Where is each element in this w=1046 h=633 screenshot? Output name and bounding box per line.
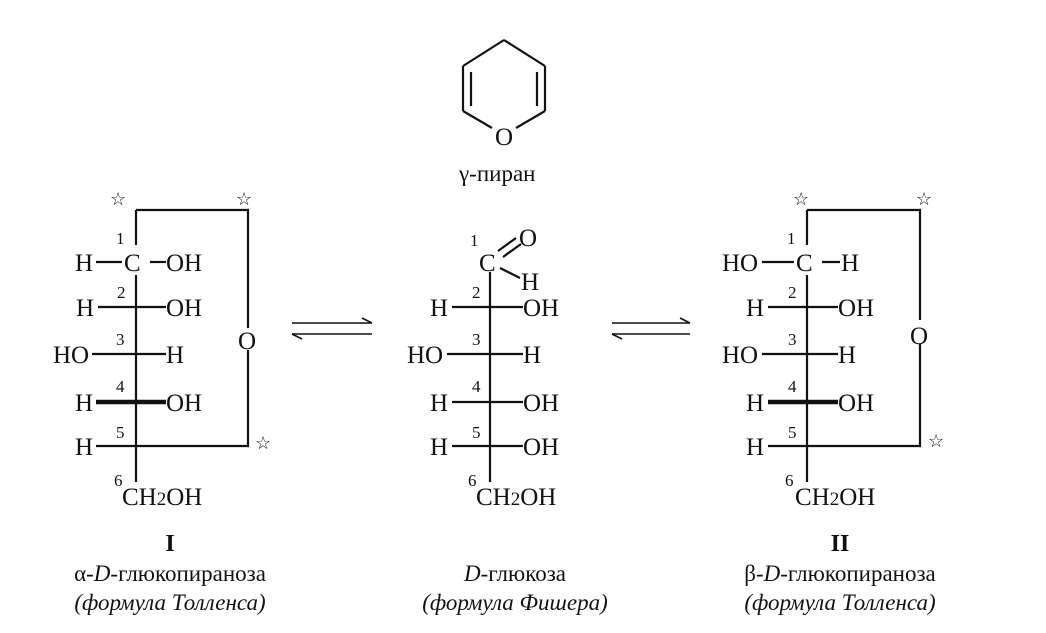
atom-label: H — [523, 342, 541, 369]
carbon-number: 6 — [468, 471, 477, 490]
star-marker: ☆ — [255, 433, 271, 453]
carbon-number: 1 — [470, 231, 479, 250]
carbon-1: C — [796, 250, 813, 277]
atom-label: HO — [407, 342, 443, 369]
carbon-number: 1 — [787, 229, 796, 248]
formula-type: (формула Толленса) — [74, 590, 266, 615]
equilibrium-arrows-left — [291, 317, 373, 340]
pyran-bond — [503, 39, 546, 67]
carbon-number: 4 — [116, 377, 125, 396]
alpha-glucopyranose-structure: O ☆ ☆ ☆ C H OH 1 H OH 2 HO H 3 H OH 4 H … — [53, 189, 271, 511]
star-marker: ☆ — [928, 431, 944, 451]
star-marker: ☆ — [110, 189, 126, 209]
carbon-number: 3 — [788, 330, 797, 349]
atom-label: H — [838, 342, 856, 369]
atom-label: H — [430, 295, 448, 322]
pyran-bond — [462, 110, 493, 129]
carbon-number: 2 — [788, 283, 797, 302]
compound-name: β-D-глюкопираноза — [744, 561, 936, 586]
carbon-number: 3 — [472, 330, 481, 349]
pyran-bond — [462, 39, 505, 67]
equilibrium-arrows-right — [611, 317, 691, 340]
atom-label: HO — [53, 342, 89, 369]
aldehyde-hydrogen: H — [521, 269, 539, 296]
atom-label: H — [746, 434, 764, 461]
compound-name: α-D-глюкопираноза — [74, 561, 266, 586]
star-marker: ☆ — [793, 189, 809, 209]
roman-numeral: I — [165, 531, 175, 557]
carbon-1: C — [479, 250, 496, 277]
ring-bridge — [136, 208, 250, 328]
atom-label: H — [76, 295, 94, 322]
carbon-number: 1 — [116, 229, 125, 248]
ring-oxygen: O — [238, 328, 256, 355]
carbon-number: 4 — [472, 377, 481, 396]
atom-label: OH — [166, 250, 202, 277]
atom-label: OH — [838, 390, 874, 417]
atom-label: H — [75, 434, 93, 461]
atom-label: H — [430, 390, 448, 417]
formula-type: (формула Фишера) — [422, 590, 608, 615]
d-glucose-fischer-structure: 1 C O H H OH 2 HO H 3 H OH 4 H OH 5 6 CH… — [407, 225, 559, 511]
carbon-number: 3 — [116, 330, 125, 349]
gamma-pyran-structure: O γ-пиран — [458, 39, 547, 186]
atom-label: H — [75, 390, 93, 417]
ring-bridge — [807, 208, 922, 320]
atom-label: H — [841, 250, 859, 277]
atom-label: H — [746, 295, 764, 322]
pyran-name: γ-пиран — [458, 161, 535, 186]
carbon-number: 4 — [788, 377, 797, 396]
caption-structure-1: I α-D-глюкопираноза (формула Толленса) — [30, 530, 310, 617]
carbon-number: 5 — [116, 423, 125, 442]
pyran-oxygen: O — [495, 124, 513, 151]
compound-name: D-глюкоза — [463, 561, 566, 586]
carbon-number: 6 — [785, 471, 794, 490]
atom-label: OH — [523, 295, 559, 322]
ch2oh-group: CH2OH — [476, 484, 556, 511]
formula-type: (формула Толленса) — [744, 590, 936, 615]
ch2oh-group: CH2OH — [795, 484, 875, 511]
carbon-number: 5 — [788, 423, 797, 442]
caption-structure-fischer: D-глюкоза (формула Фишера) — [375, 559, 655, 617]
atom-label: OH — [523, 434, 559, 461]
carbon-number: 5 — [472, 423, 481, 442]
atom-label: H — [75, 250, 93, 277]
atom-label: OH — [523, 390, 559, 417]
star-marker: ☆ — [916, 189, 932, 209]
caption-structure-2: II β-D-глюкопираноза (формула Толленса) — [700, 530, 980, 617]
ch2oh-group: CH2OH — [122, 484, 202, 511]
atom-label: HO — [722, 342, 758, 369]
carbon-number: 2 — [117, 283, 126, 302]
aldehyde-oxygen: O — [519, 225, 537, 252]
atom-label: HO — [722, 250, 758, 277]
ring-bridge — [136, 350, 250, 448]
pyran-bond — [515, 110, 546, 129]
carbon-number: 6 — [114, 471, 123, 490]
carbon-number: 2 — [472, 283, 481, 302]
atom-label: OH — [838, 295, 874, 322]
ring-bridge — [807, 344, 922, 448]
atom-label: OH — [166, 295, 202, 322]
star-marker: ☆ — [236, 189, 252, 209]
ring-oxygen: O — [910, 323, 928, 350]
atom-label: H — [746, 390, 764, 417]
atom-label: H — [166, 342, 184, 369]
roman-numeral: II — [830, 531, 850, 557]
beta-glucopyranose-structure: O ☆ ☆ ☆ HO C H 1 H OH 2 HO H 3 H OH 4 H … — [722, 189, 944, 511]
atom-label: OH — [166, 390, 202, 417]
carbon-1: C — [124, 250, 141, 277]
atom-label: H — [430, 434, 448, 461]
